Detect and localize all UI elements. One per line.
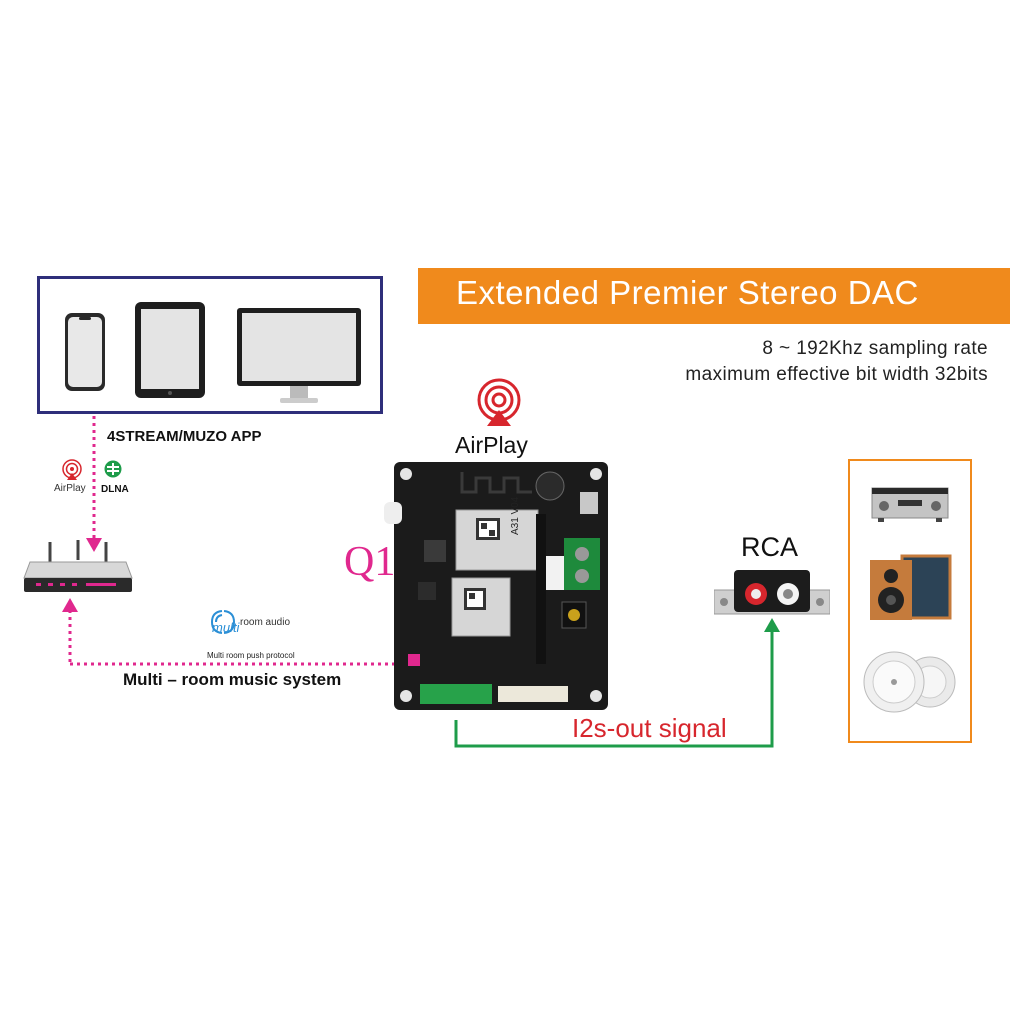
board-model-label: Q1	[344, 539, 396, 585]
amplifier-icon	[871, 487, 949, 522]
rca-label: RCA	[741, 532, 799, 562]
i2s-line	[454, 630, 774, 748]
banner-title: Extended Premier Stereo DAC	[456, 274, 919, 311]
phone-icon	[65, 313, 105, 391]
board-chip-text: A31 V04	[510, 496, 521, 535]
multiroom-protocol-label: Multi room push protocol	[207, 651, 295, 660]
airplay-big-icon	[477, 378, 521, 426]
circuit-board	[384, 462, 608, 710]
multiroom-logo-word1: multi	[212, 620, 240, 635]
monitor-icon	[237, 308, 361, 403]
airplay-small-icon	[62, 459, 82, 480]
tablet-icon	[135, 302, 205, 398]
router-up-arrow	[62, 598, 78, 612]
spec-bit-width: maximum effective bit width 32bits	[685, 364, 988, 385]
multiroom-system-label: Multi – room music system	[123, 670, 342, 689]
airplay-big-label: AirPlay	[455, 432, 528, 458]
router-icon	[23, 540, 133, 592]
multiroom-logo-word2: room audio	[240, 617, 291, 628]
i2s-arrow	[764, 618, 780, 632]
airplay-small-label: AirPlay	[54, 483, 86, 494]
multiroom-logo-icon	[211, 610, 235, 634]
ceiling-speaker-icon	[863, 651, 956, 713]
rca-connector	[714, 570, 830, 615]
app-to-router-arrow	[86, 538, 102, 552]
title-banner	[418, 268, 1010, 324]
dlna-icon	[104, 460, 122, 478]
spec-sampling-rate: 8 ~ 192Khz sampling rate	[762, 338, 988, 359]
dlna-label: DLNA	[101, 484, 129, 495]
app-label: 4STREAM/MUZO APP	[107, 428, 262, 445]
speaker-icon	[870, 554, 952, 620]
i2s-label: I2s-out signal	[572, 713, 727, 743]
banner-underline	[456, 320, 1010, 323]
